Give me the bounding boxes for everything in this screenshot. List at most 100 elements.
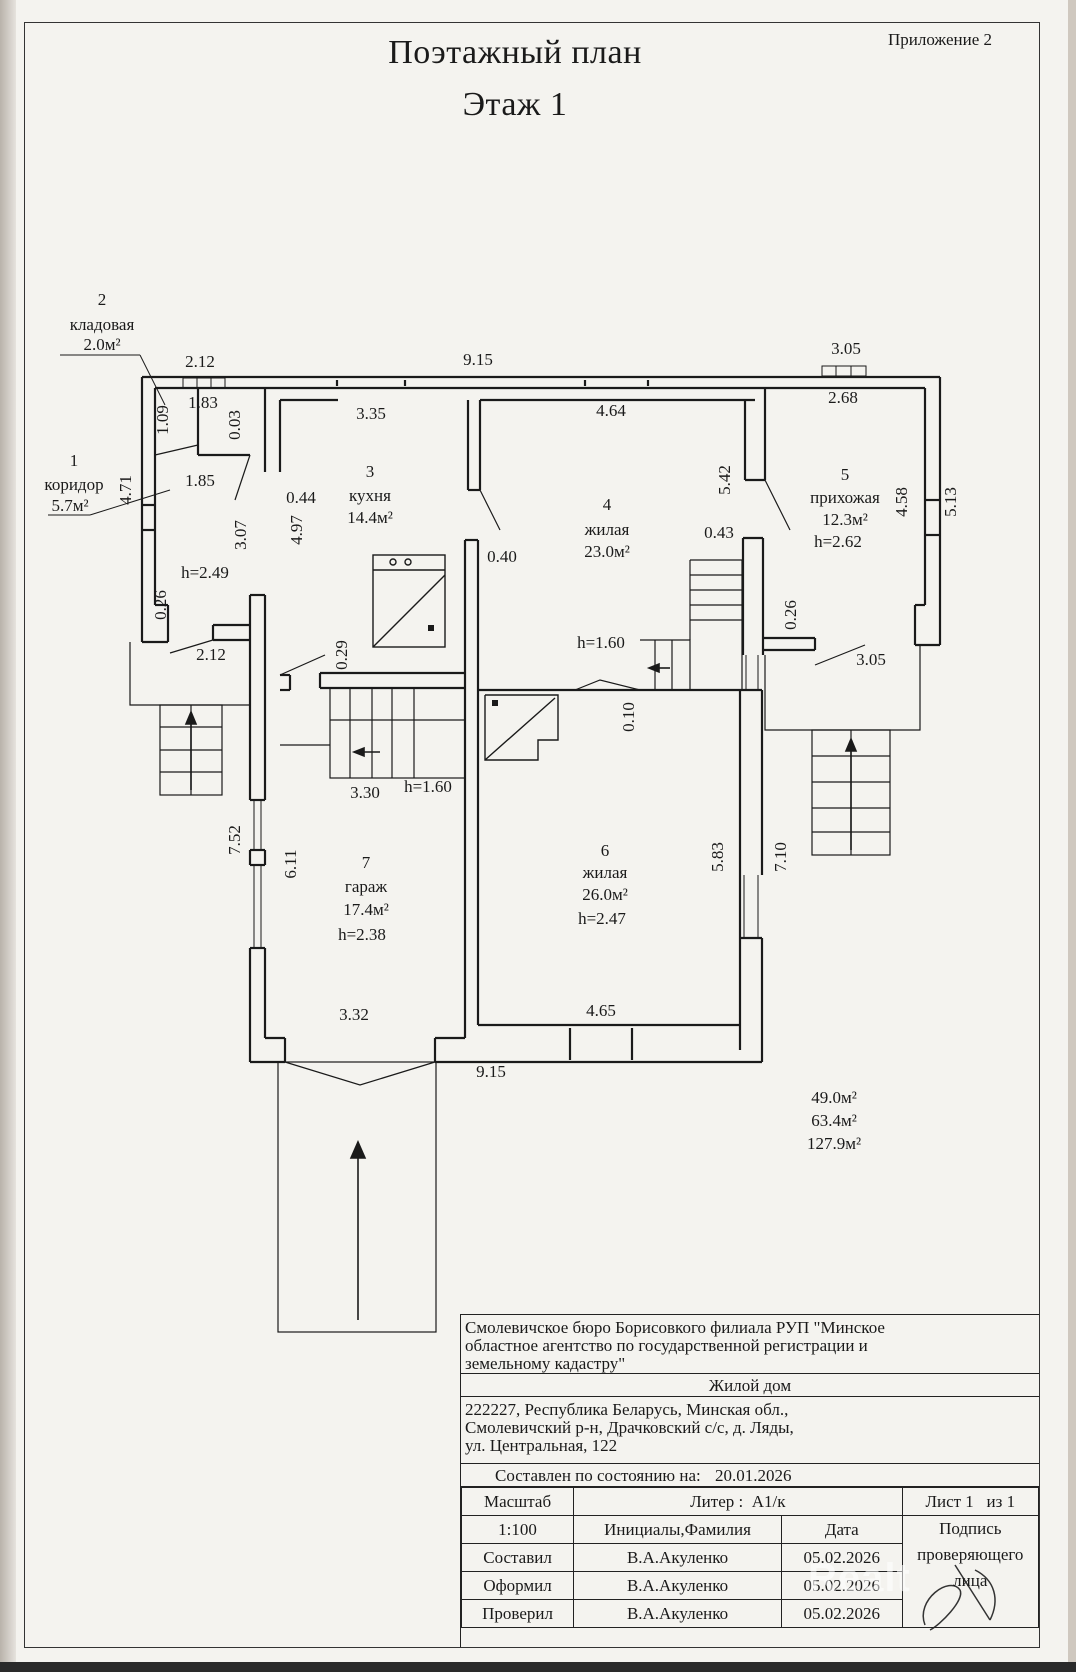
dim-pantry-wall: 0.03: [225, 410, 244, 440]
room6-name: жилая: [582, 863, 628, 882]
object-address: 222227, Республика Беларусь, Минская обл…: [465, 1401, 1035, 1455]
room2-name: кладовая: [70, 315, 135, 334]
dim-corridor-width: 1.85: [185, 471, 215, 490]
room-labels: 2 кладовая 2.0м² 1 коридор 5.7м² 3 кухня…: [44, 290, 880, 944]
state-date-row: Составлен по состоянию на: 20.01.2026: [461, 1463, 1039, 1487]
garage-windows: [253, 655, 759, 948]
table-row: Оформил В.А.Акуленко 05.02.2026: [460, 1571, 1039, 1600]
org-line-3: земельному кадастру": [465, 1354, 626, 1373]
dim-kitchen-width: 3.35: [356, 404, 386, 423]
addr-line-1: 222227, Республика Беларусь, Минская обл…: [465, 1400, 789, 1419]
dim-hall-bottom: 3.05: [856, 650, 886, 669]
total-1: 49.0м²: [811, 1088, 857, 1107]
dim-room4-width: 4.64: [596, 401, 626, 420]
dim-room4-wall: 0.40: [487, 547, 517, 566]
total-2: 63.4м²: [811, 1111, 857, 1130]
room5-name: прихожая: [810, 488, 880, 507]
room3-num: 3: [366, 462, 375, 481]
area-totals: 49.0м² 63.4м² 127.9м²: [807, 1088, 861, 1153]
vertical-dimension-labels: 1.09 0.03 4.71 0.26 3.07 4.97 0.29 5.42 …: [116, 405, 960, 878]
appendix-label: Приложение 2: [888, 30, 992, 49]
addr-line-2: Смолевичский р-н, Драчковский с/с, д. Ля…: [465, 1418, 794, 1437]
dim-hall-side: 4.58: [892, 487, 911, 517]
dim-room6-outer: 7.10: [771, 842, 790, 872]
table-row: Составил В.А.Акуленко 05.02.2026: [460, 1543, 1039, 1572]
organization-name: Смолевичское бюро Борисовкого филиала РУ…: [465, 1319, 1035, 1373]
dim-hall-inner: 2.68: [828, 388, 858, 407]
porches-stairs: [129, 559, 921, 1333]
room6-area: 26.0м²: [582, 885, 628, 904]
dim-kitchen-step: 0.29: [332, 640, 351, 670]
room6-height: h=2.47: [578, 909, 626, 928]
org-line-2: областное агентство по государственной р…: [465, 1336, 868, 1355]
dim-porch-left: 2.12: [196, 645, 226, 664]
room7-height: h=2.38: [338, 925, 386, 944]
dim-bottom-total: 9.15: [476, 1062, 506, 1081]
dim-garage-width: 3.32: [339, 1005, 369, 1024]
room1-name: коридор: [44, 475, 103, 494]
scale-value-cell: 1:100: [460, 1515, 575, 1544]
signature-table: Масштаб Литер : А1/к Лист 1 из 1 1:100 И…: [460, 1487, 1040, 1628]
sheet-cell: Лист 1 из 1: [901, 1487, 1040, 1516]
room4-area: 23.0м²: [584, 542, 630, 561]
dim-corridor-len: 4.71: [116, 475, 135, 505]
addr-line-3: ул. Центральная, 122: [465, 1436, 618, 1455]
dim-pantry-top: 2.12: [185, 352, 215, 371]
kitchen-stove: [372, 554, 446, 648]
dim-kitchen-len: 4.97: [287, 515, 306, 545]
dim-stair-width: 3.30: [350, 783, 380, 802]
room1-area: 5.7м²: [51, 496, 88, 515]
title-block: Смолевичское бюро Борисовкого филиала РУ…: [460, 1314, 1040, 1647]
dim-hall-top: 3.05: [831, 339, 861, 358]
scale-label-cell: Масштаб: [460, 1487, 575, 1516]
room2-num: 2: [98, 290, 107, 309]
dimension-labels: 9.15 2.12 1.83 1.85 2.12 3.35 0.44 3.30 …: [185, 339, 886, 1081]
room5-height: h=2.62: [814, 532, 862, 551]
dim-kitchen-side: 3.07: [231, 520, 250, 550]
room7-num: 7: [362, 853, 371, 872]
room3-area: 14.4м²: [347, 508, 393, 527]
dim-room6-width: 4.65: [586, 1001, 616, 1020]
drawing-frame: [24, 22, 1040, 1648]
name-header-cell: Инициалы,Фамилия: [573, 1515, 782, 1544]
table-row: Проверил В.А.Акуленко 05.02.2026: [460, 1599, 1039, 1628]
date-header-cell: Дата: [781, 1515, 903, 1544]
walls: [140, 375, 942, 1064]
dim-room4-side: 5.42: [715, 465, 734, 495]
arrows: [184, 662, 858, 1320]
dim-corridor-wall: 0.26: [151, 590, 170, 620]
dim-garage-outer: 7.52: [225, 825, 244, 855]
room3-name: кухня: [349, 486, 391, 505]
object-name: Жилой дом: [461, 1373, 1039, 1397]
dim-pantry-inner: 1.83: [188, 393, 218, 412]
room2-area: 2.0м²: [83, 335, 120, 354]
page-title: Поэтажный план: [388, 34, 642, 71]
room5-num: 5: [841, 465, 850, 484]
room7-area: 17.4м²: [343, 900, 389, 919]
liter-cell: Литер : А1/к: [573, 1487, 903, 1516]
org-line-1: Смолевичское бюро Борисовкого филиала РУ…: [465, 1318, 885, 1337]
state-date: 20.01.2026: [715, 1466, 792, 1485]
dim-room4-wall-r: 0.43: [704, 523, 734, 542]
stair-left-height: h=1.60: [404, 777, 452, 796]
vent-symbols: [182, 365, 867, 389]
dim-garage-inner: 6.11: [281, 849, 300, 878]
total-3: 127.9м²: [807, 1134, 861, 1153]
room4-num: 4: [603, 495, 612, 514]
stair-center-height: h=1.60: [577, 633, 625, 652]
floor-title: Этаж 1: [462, 86, 568, 123]
room1-num: 1: [70, 451, 79, 470]
bottom-edge: [0, 1662, 1076, 1672]
signature-cell: Подпись проверяющего лица: [901, 1515, 1040, 1628]
dim-top-total: 9.15: [463, 350, 493, 369]
room4-name: жилая: [584, 520, 630, 539]
door-swings: [154, 444, 866, 1086]
room5-area: 12.3м²: [822, 510, 868, 529]
dim-hall-outer: 5.13: [941, 487, 960, 517]
dim-pantry-side: 1.09: [153, 405, 172, 435]
dim-kitchen-wall: 0.44: [286, 488, 316, 507]
page-binding: [0, 0, 16, 1662]
state-label: Составлен по состоянию на:: [495, 1466, 701, 1485]
watermark-logo: Realt: [808, 1556, 911, 1600]
